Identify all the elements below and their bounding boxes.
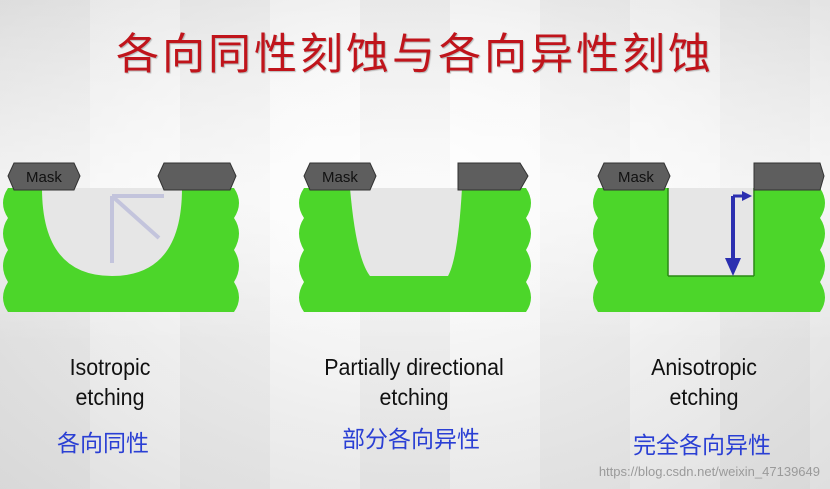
- anisotropic-lateral-arrow: [733, 191, 752, 201]
- mask-left: [597, 162, 671, 191]
- anisotropic-etched-cavity: [668, 188, 754, 276]
- mask-right: [457, 162, 529, 191]
- partial-caption-line2: etching: [379, 384, 449, 410]
- partially-directional-panel: Mask: [298, 158, 538, 318]
- isotropic-caption-line1: Isotropic: [69, 354, 151, 380]
- mask-left: [7, 162, 81, 191]
- anisotropic-chinese-label: 完全各向异性: [633, 433, 771, 459]
- mask-right: [753, 162, 825, 191]
- isotropic-panel: Mask: [3, 158, 244, 318]
- isotropic-caption-line2: etching: [75, 384, 145, 410]
- isotropic-chinese-label: 各向同性: [57, 431, 149, 457]
- mask-label: Mask: [322, 169, 358, 186]
- mask-right: [157, 162, 237, 191]
- anisotropic-diagram: Mask: [593, 162, 825, 312]
- isotropic-diagram: Mask: [3, 162, 239, 312]
- mask-left: [303, 162, 377, 191]
- page-title: 各向同性刻蚀与各向异性刻蚀: [116, 30, 714, 80]
- anisotropic-panel: Mask: [592, 158, 830, 318]
- partial-caption-line1: Partially directional: [324, 354, 504, 380]
- partial-caption: Partially directional etching: [304, 352, 523, 412]
- partial-diagram: Mask: [299, 162, 531, 312]
- partial-etched-cavity: [350, 188, 462, 276]
- anisotropic-vertical-arrow: [725, 196, 741, 276]
- isotropic-etched-cavity: [42, 188, 182, 276]
- partial-chinese-label: 部分各向异性: [342, 427, 480, 453]
- isotropic-caption: Isotropic etching: [36, 352, 185, 412]
- source-watermark: https://blog.csdn.net/weixin_47139649: [598, 464, 820, 479]
- mask-label: Mask: [26, 169, 62, 186]
- anisotropic-caption-line2: etching: [669, 384, 739, 410]
- isotropic-direction-arrows: [110, 194, 164, 263]
- mask-label: Mask: [618, 169, 654, 186]
- anisotropic-caption-line1: Anisotropic: [651, 354, 757, 380]
- anisotropic-caption: Anisotropic etching: [630, 352, 779, 412]
